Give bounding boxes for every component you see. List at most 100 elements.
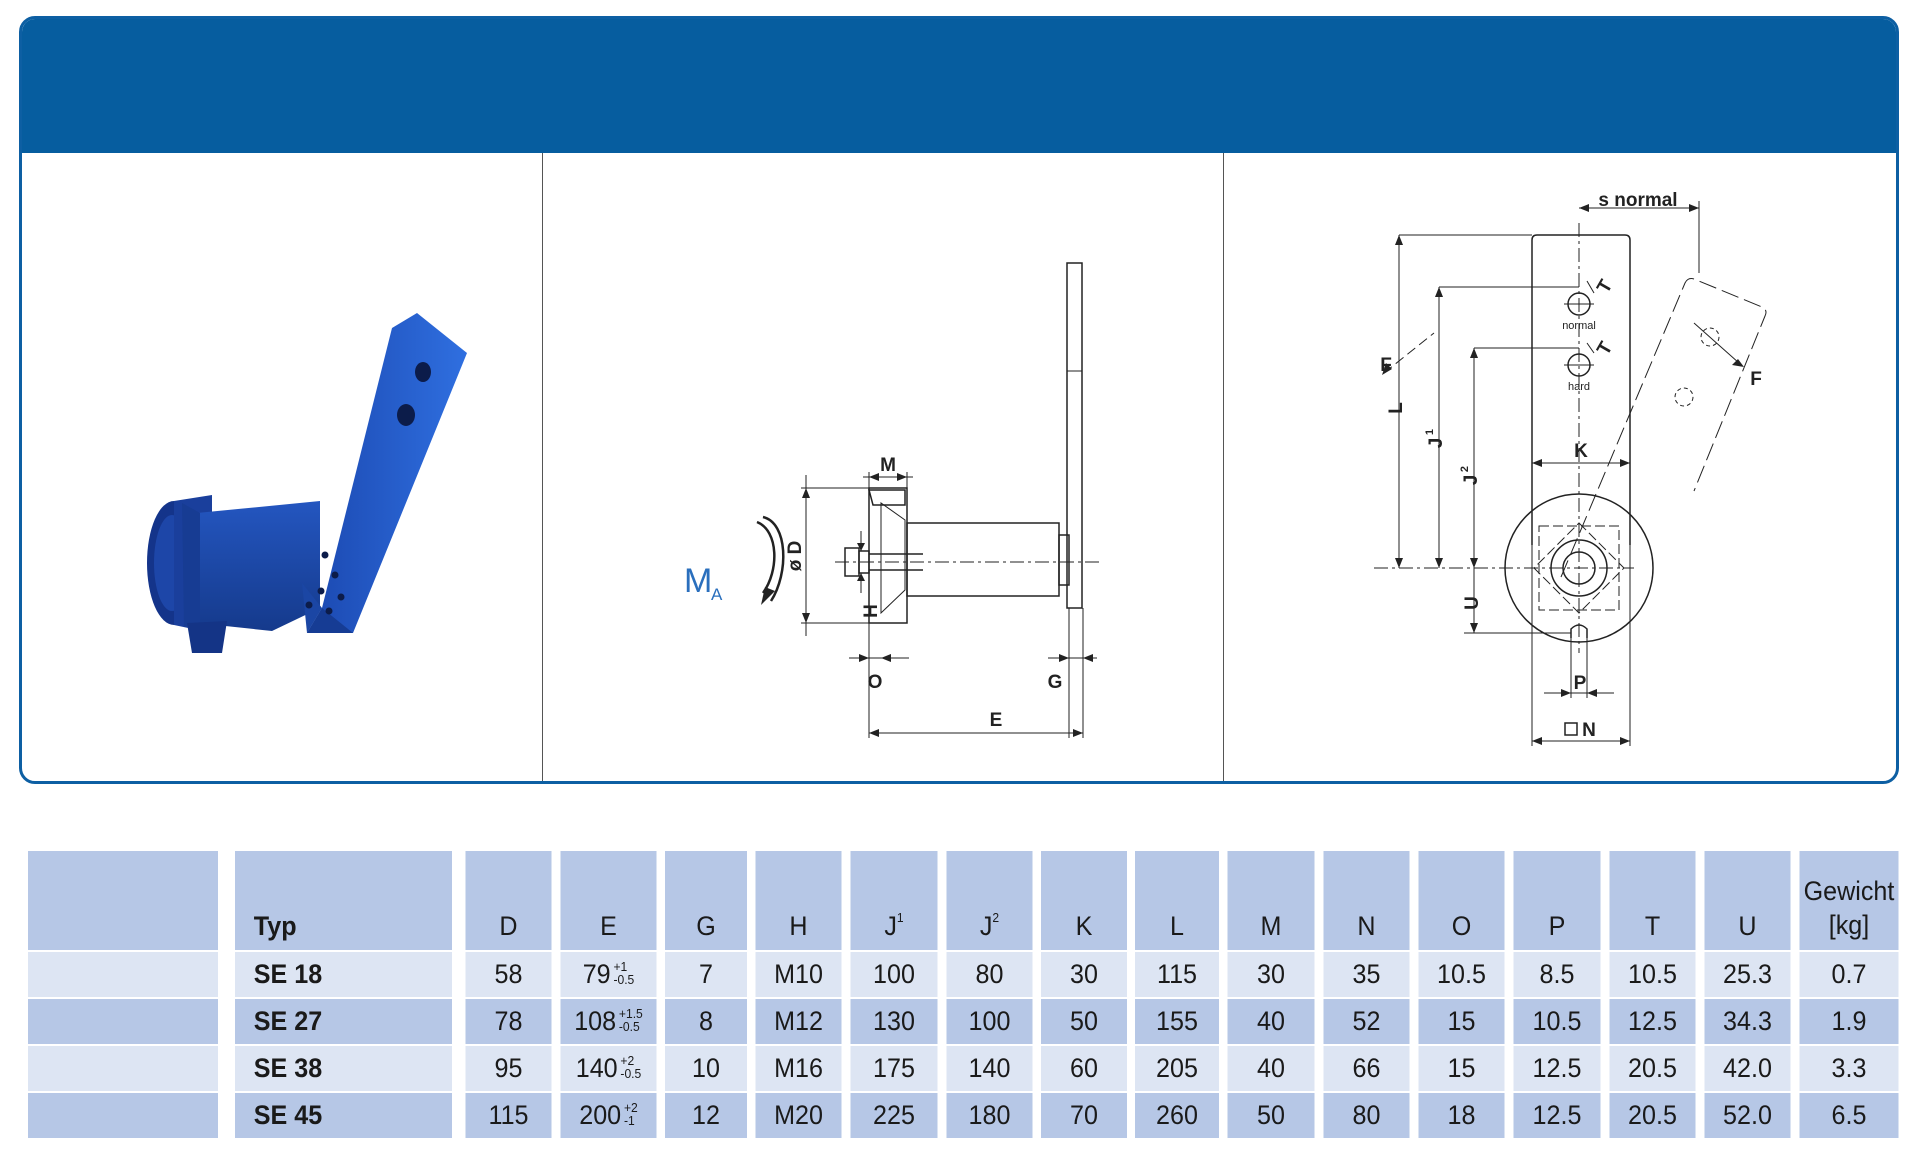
cell-L: 115 bbox=[1133, 950, 1221, 998]
cell-M: 50 bbox=[1225, 1091, 1317, 1138]
header-L: L bbox=[1133, 851, 1221, 951]
front-view-drawing: M A M ø D H O G E bbox=[684, 262, 1103, 738]
cell-O: 10.5 bbox=[1416, 950, 1507, 998]
moment-label: M bbox=[684, 562, 712, 600]
dim-E: E bbox=[990, 710, 1003, 731]
cell-D: 58 bbox=[463, 950, 554, 998]
header-J2: J2 bbox=[944, 851, 1035, 951]
panel-body: M A M ø D H O G E bbox=[22, 153, 1896, 781]
cell-typ: SE 38 bbox=[233, 1044, 454, 1092]
cell-J2: 80 bbox=[944, 950, 1035, 998]
cell-T: 20.5 bbox=[1607, 1091, 1698, 1138]
front-view-diagram: M A M ø D H O G E bbox=[543, 153, 1224, 781]
cell-P: 8.5 bbox=[1511, 950, 1603, 998]
product-panel: M A M ø D H O G E bbox=[19, 16, 1899, 784]
cell-T: 12.5 bbox=[1607, 997, 1698, 1045]
dim-O: O bbox=[868, 672, 883, 693]
panel-header bbox=[22, 19, 1896, 153]
header-G: G bbox=[663, 851, 749, 951]
cell-L: 205 bbox=[1133, 1044, 1221, 1092]
cell-K: 30 bbox=[1039, 950, 1129, 998]
cell-typ: SE 18 bbox=[233, 950, 454, 998]
header-P: P bbox=[1511, 851, 1603, 951]
cell-D: 78 bbox=[463, 997, 554, 1045]
cell-E: 108+1.5-0.5 bbox=[558, 997, 659, 1045]
header-K: K bbox=[1039, 851, 1129, 951]
table-header-row: Typ D E G H J1 J2 K L M N O P T U Gewich… bbox=[20, 851, 1903, 951]
dim-L: L bbox=[1386, 402, 1407, 414]
cell-H: M10 bbox=[753, 950, 844, 998]
cell-K: 50 bbox=[1039, 997, 1129, 1045]
dim-J1-sup: 1 bbox=[1424, 429, 1436, 435]
cell-P: 12.5 bbox=[1511, 1044, 1603, 1092]
row-blank-cell bbox=[26, 997, 220, 1045]
side-view-diagram: s normal T T normal hard F F L J 1 J 2 K… bbox=[1224, 153, 1896, 781]
spec-table: Typ D E G H J1 J2 K L M N O P T U Gewich… bbox=[19, 851, 1904, 1138]
cell-M: 40 bbox=[1225, 1044, 1317, 1092]
cell-U: 42.0 bbox=[1702, 1044, 1793, 1092]
dim-D: ø D bbox=[785, 541, 806, 572]
row-blank-cell bbox=[26, 1044, 220, 1092]
cell-E: 200+2-1 bbox=[558, 1091, 659, 1138]
header-blank bbox=[26, 851, 220, 951]
square-symbol-icon bbox=[1564, 722, 1578, 736]
header-M: M bbox=[1225, 851, 1317, 951]
cell-K: 70 bbox=[1039, 1091, 1129, 1138]
cell-W: 1.9 bbox=[1797, 997, 1901, 1045]
dim-J2: J bbox=[1461, 475, 1482, 486]
cell-K: 60 bbox=[1039, 1044, 1129, 1092]
cell-W: 0.7 bbox=[1797, 950, 1901, 998]
dim-M: M bbox=[880, 455, 896, 476]
cell-P: 12.5 bbox=[1511, 1091, 1603, 1138]
cell-N: 35 bbox=[1321, 950, 1412, 998]
cell-J2: 140 bbox=[944, 1044, 1035, 1092]
cell-O: 15 bbox=[1416, 1044, 1507, 1092]
cell-U: 34.3 bbox=[1702, 997, 1793, 1045]
dim-T-normal: T bbox=[1593, 276, 1617, 297]
cell-H: M20 bbox=[753, 1091, 844, 1138]
header-typ: Typ bbox=[233, 851, 454, 951]
cell-U: 52.0 bbox=[1702, 1091, 1793, 1138]
cell-H: M16 bbox=[753, 1044, 844, 1092]
cell-M: 30 bbox=[1225, 950, 1317, 998]
cell-E: 140+2-0.5 bbox=[558, 1044, 659, 1092]
cell-O: 18 bbox=[1416, 1091, 1507, 1138]
cell-J1: 100 bbox=[848, 950, 940, 998]
hole-normal-label: normal bbox=[1562, 320, 1596, 332]
cell-J2: 180 bbox=[944, 1091, 1035, 1138]
dim-J2-sup: 2 bbox=[1459, 466, 1471, 472]
cell-L: 155 bbox=[1133, 997, 1221, 1045]
cell-D: 95 bbox=[463, 1044, 554, 1092]
header-D: D bbox=[463, 851, 554, 951]
cell-L: 260 bbox=[1133, 1091, 1221, 1138]
force-F-right: F bbox=[1750, 369, 1762, 390]
header-N: N bbox=[1321, 851, 1412, 951]
cell-N: 52 bbox=[1321, 997, 1412, 1045]
header-weight: Gewicht[kg] bbox=[1797, 851, 1901, 951]
cell-H: M12 bbox=[753, 997, 844, 1045]
cell-T: 20.5 bbox=[1607, 1044, 1698, 1092]
cell-U: 25.3 bbox=[1702, 950, 1793, 998]
side-view-drawing: s normal T T normal hard F F L J 1 J 2 K… bbox=[1374, 190, 1767, 746]
hole-hard-label: hard bbox=[1568, 381, 1590, 393]
cell-typ: SE 27 bbox=[233, 997, 454, 1045]
row-blank-cell bbox=[26, 1091, 220, 1138]
cell-D: 115 bbox=[463, 1091, 554, 1138]
cell-J1: 130 bbox=[848, 997, 940, 1045]
cell-P: 10.5 bbox=[1511, 997, 1603, 1045]
dim-K: K bbox=[1574, 441, 1588, 462]
dim-N: N bbox=[1582, 720, 1596, 741]
cell-G: 8 bbox=[663, 997, 749, 1045]
cell-E: 79+1-0.5 bbox=[558, 950, 659, 998]
cell-N: 66 bbox=[1321, 1044, 1412, 1092]
cell-G: 7 bbox=[663, 950, 749, 998]
cell-N: 80 bbox=[1321, 1091, 1412, 1138]
header-T: T bbox=[1607, 851, 1698, 951]
cell-J2: 100 bbox=[944, 997, 1035, 1045]
cell-typ: SE 45 bbox=[233, 1091, 454, 1138]
dim-P: P bbox=[1574, 673, 1587, 694]
header-O: O bbox=[1416, 851, 1507, 951]
header-J1: J1 bbox=[848, 851, 940, 951]
